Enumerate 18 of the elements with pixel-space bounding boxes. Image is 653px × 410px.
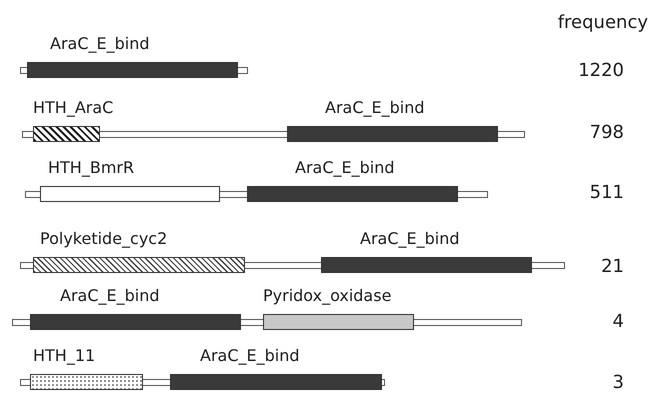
domain-label: AraC_E_bind [60, 286, 160, 305]
frequency-value: 3 [612, 372, 624, 393]
column-heading: frequency [558, 12, 648, 33]
domain-label: AraC_E_bind [200, 346, 300, 365]
frequency-value: 4 [612, 311, 624, 332]
domain-label: HTH_BmrR [48, 158, 134, 177]
domain-label: Polyketide_cyc2 [40, 229, 168, 248]
domain-label: AraC_E_bind [50, 34, 150, 53]
domain-label: AraC_E_bind [325, 98, 425, 117]
domain-label: HTH_AraC [33, 98, 114, 117]
frequency-value: 21 [601, 256, 624, 277]
frequency-value: 798 [590, 122, 624, 143]
domain-label: AraC_E_bind [295, 158, 395, 177]
frequency-value: 1220 [578, 60, 624, 81]
domain-label: Pyridox_oxidase [263, 286, 392, 305]
domain-label: AraC_E_bind [360, 229, 460, 248]
domain-label: HTH_11 [33, 346, 96, 365]
frequency-value: 511 [590, 182, 624, 203]
